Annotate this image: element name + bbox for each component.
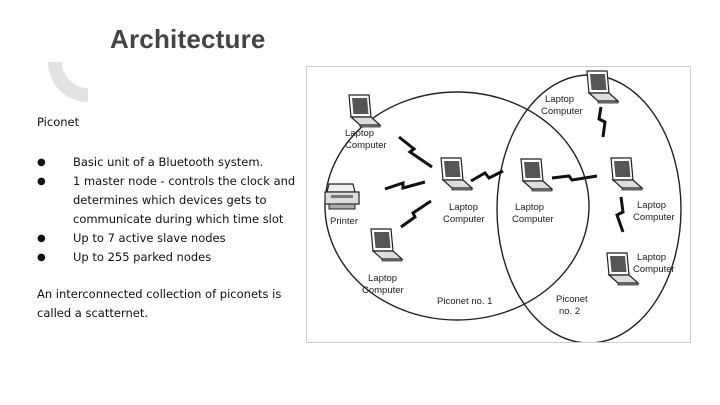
scatternet-diagram: Laptop Computer Printer Laptop Computer … (306, 66, 691, 343)
node-label: Computer (362, 285, 404, 296)
wireless-links (384, 106, 625, 233)
node-label: Laptop (545, 94, 574, 105)
bullet-item: ● Up to 7 active slave nodes (37, 229, 307, 248)
slide-title: Architecture (110, 24, 266, 54)
bullet-dot: ● (37, 157, 46, 168)
bullet-text: 1 master node - controls the clock and d… (73, 174, 296, 226)
section-heading: Piconet (37, 115, 80, 129)
node-label: Printer (330, 216, 358, 227)
decorative-arc (48, 62, 88, 102)
node-label: Computer (633, 212, 675, 223)
laptop-icon (586, 70, 619, 104)
node-label: Computer (345, 140, 387, 151)
bullet-dot: ● (37, 233, 46, 244)
bullet-item: ● Basic unit of a Bluetooth system. (37, 153, 307, 172)
node-label: Laptop (449, 202, 478, 213)
piconet-1-label: Piconet no. 1 (437, 296, 492, 307)
bullet-dot: ● (37, 176, 46, 187)
node-label: Laptop (345, 128, 374, 139)
laptop-icon (610, 157, 643, 191)
piconet-2-label: no. 2 (559, 306, 580, 317)
node-label: Laptop (368, 273, 397, 284)
node-label: Laptop (515, 202, 544, 213)
bullet-text: Up to 7 active slave nodes (73, 231, 226, 245)
node-label: Laptop (637, 252, 666, 263)
bullet-list: ● Basic unit of a Bluetooth system. ● 1 ma… (37, 153, 307, 267)
bullet-item: ● 1 master node - controls the clock and … (37, 172, 307, 229)
laptop-icon (520, 158, 553, 192)
node-label: Computer (512, 214, 554, 225)
piconet-2-label: Piconet (556, 294, 588, 305)
laptop-icon (348, 94, 381, 128)
summary-text: An interconnected collection of piconets… (37, 287, 282, 320)
bullet-text: Basic unit of a Bluetooth system. (73, 155, 264, 169)
laptop-icon (440, 157, 473, 191)
bullet-item: ● Up to 255 parked nodes (37, 248, 307, 267)
piconet-1-boundary (324, 91, 590, 321)
laptop-icon (370, 228, 403, 262)
node-label: Computer (443, 214, 485, 225)
printer-icon (324, 183, 360, 210)
bullet-text: Up to 255 parked nodes (73, 250, 212, 264)
bullet-dot: ● (37, 252, 46, 263)
node-label: Computer (633, 264, 675, 275)
text-column: Piconet ● Basic unit of a Bluetooth syste… (37, 113, 307, 323)
node-label: Laptop (637, 200, 666, 211)
node-label: Computer (541, 106, 583, 117)
